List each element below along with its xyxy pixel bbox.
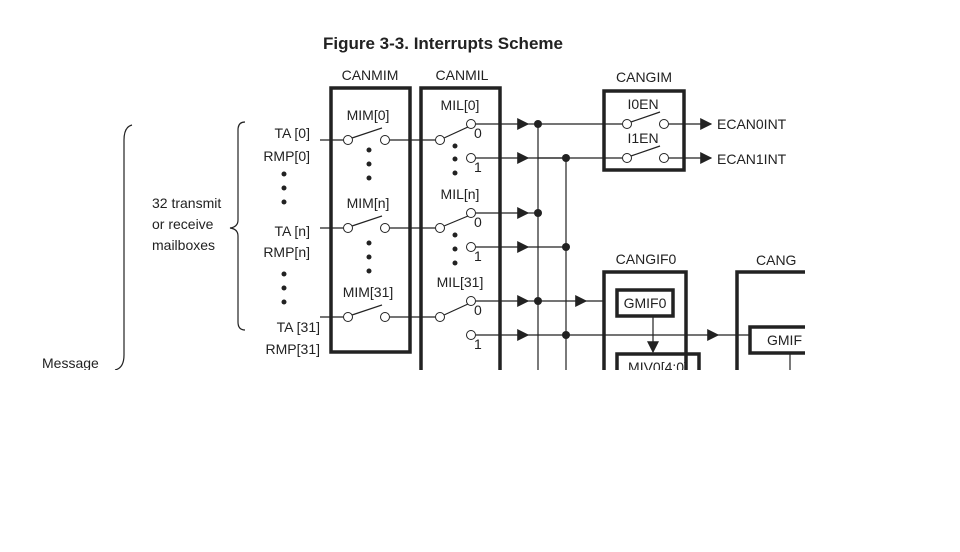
cangif1-box (735, 270, 805, 370)
mim-switch-in (343, 223, 353, 233)
label-tan: TA [n] (274, 223, 310, 239)
label-rmp31: RMP[31] (266, 341, 320, 357)
gmif1-label: GMIF (767, 332, 802, 348)
mil0-label: MIL[0] (441, 97, 480, 113)
mil-output-1-label: 1 (474, 248, 482, 264)
cangim-switch-in (622, 119, 632, 129)
label-rmpn: RMP[n] (263, 244, 310, 260)
ecan1int-label: ECAN1INT (717, 151, 787, 167)
mil-output-0 (466, 119, 476, 129)
mil-output-1 (466, 330, 476, 340)
label-ta31: TA [31] (277, 319, 320, 335)
gmif0-box (615, 288, 675, 318)
message-label: Message (42, 355, 99, 371)
mim0-label: MIM[0] (347, 107, 390, 123)
mil-output-0-label: 0 (474, 125, 482, 141)
mil-output-1 (466, 153, 476, 163)
i0en-label: I0EN (627, 96, 658, 112)
label-rmp0: RMP[0] (263, 148, 310, 164)
mil31-label: MIL[31] (437, 274, 484, 290)
group-label-1: 32 transmit (152, 195, 221, 211)
message-brace (114, 124, 133, 370)
cangim-switch-lever (630, 145, 661, 157)
cangim-label: CANGIM (616, 69, 672, 85)
cangim-switch-out (659, 119, 669, 129)
mim-switch-in (343, 312, 353, 322)
cangif1-label: CANG (756, 252, 796, 268)
cangif0-box (602, 270, 688, 370)
mim-switch-lever (351, 215, 383, 227)
canmil-label: CANMIL (436, 67, 489, 83)
mim-switch-lever (351, 304, 383, 316)
mil-output-1 (466, 242, 476, 252)
miv0-box (615, 352, 701, 370)
cangim-box (602, 89, 686, 172)
mim-switch-in (343, 135, 353, 145)
group-label-2: or receive (152, 216, 214, 232)
mim-switch-out (380, 135, 390, 145)
mim-switch-lever (351, 127, 383, 139)
cangim-switch-in (622, 153, 632, 163)
mil-switch-in (435, 223, 445, 233)
cangim-switch-out (659, 153, 669, 163)
miln-label: MIL[n] (441, 186, 480, 202)
mil-output-1-label: 1 (474, 159, 482, 175)
mil-switch-lever (443, 303, 469, 316)
mim-switch-out (380, 223, 390, 233)
mil-output-0-label: 0 (474, 302, 482, 318)
mil-switch-lever (443, 215, 469, 227)
canmim-label: CANMIM (342, 67, 399, 83)
mimn-label: MIM[n] (347, 195, 390, 211)
cangif0-label: CANGIF0 (616, 251, 677, 267)
mim31-label: MIM[31] (343, 284, 394, 300)
i1en-label: I1EN (627, 130, 658, 146)
mil-output-0 (466, 296, 476, 306)
mil-switch-in (435, 312, 445, 322)
mailbox-brace (229, 121, 246, 331)
switch-network: 0 1 0 1 0 1 (320, 111, 750, 352)
canmim-box (329, 86, 412, 354)
mil-output-0-label: 0 (474, 214, 482, 230)
mil-output-1-label: 1 (474, 336, 482, 352)
group-label-3: mailboxes (152, 237, 215, 253)
mil-output-0 (466, 208, 476, 218)
cangim-switch-lever (630, 111, 661, 123)
mil-switch-lever (443, 126, 469, 139)
ecan0int-label: ECAN0INT (717, 116, 787, 132)
mil-switch-in (435, 135, 445, 145)
label-ta0: TA [0] (274, 125, 310, 141)
miv0-label: MIV0[4:0] (628, 359, 688, 375)
canmil-box (419, 86, 502, 370)
figure-title: Figure 3-3. Interrupts Scheme (323, 34, 563, 53)
mim-switch-out (380, 312, 390, 322)
ellipsis-dots (281, 143, 458, 305)
gmif0-label: GMIF0 (624, 295, 667, 311)
